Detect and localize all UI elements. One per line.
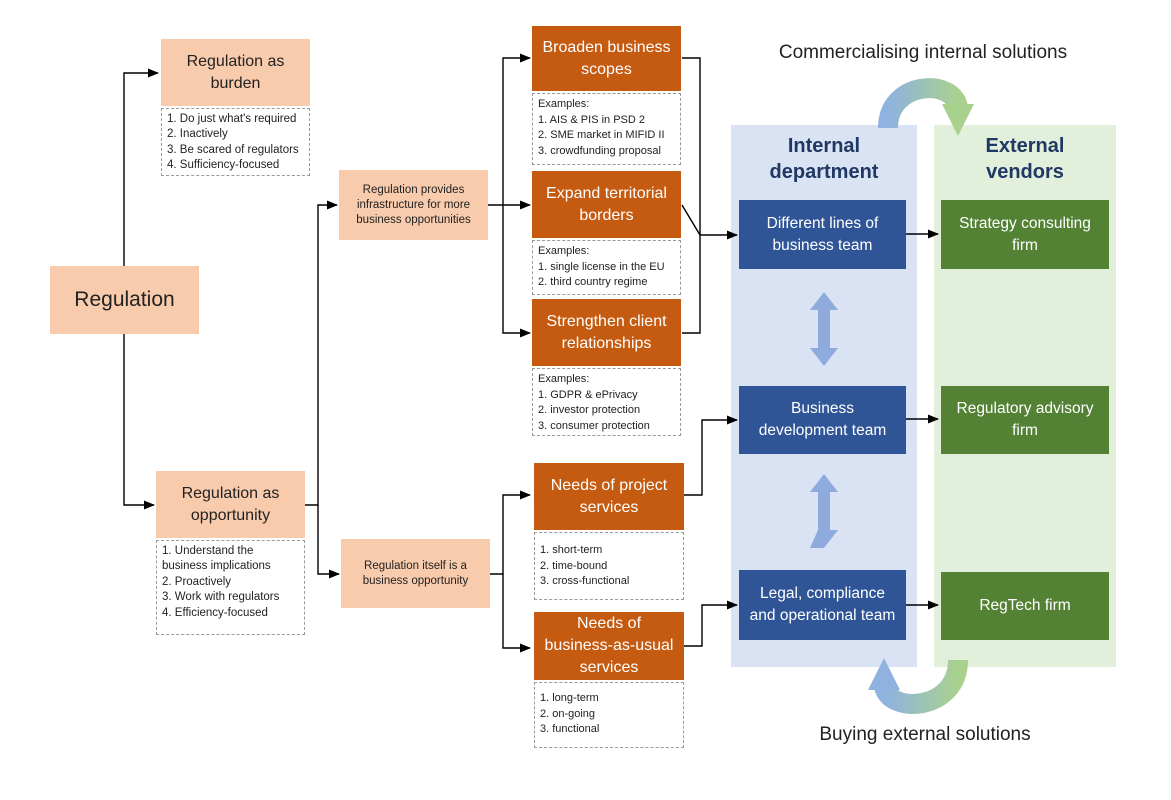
project-note-3: 3. cross-functional [540,575,630,587]
arrow-to-strengthen [502,205,532,338]
expand-note-3: 2. third country regime [538,276,648,288]
arrow-to-bau [502,574,532,653]
caption-commercialising: Commercialising internal solutions [778,42,1068,63]
firm-regtech: RegTech firm [941,572,1109,640]
opportunity-note-4: 3. Work with regulators [162,591,280,604]
project-title: Needs of project services [550,476,668,516]
bau-note-2: 2. on-going [540,707,596,720]
opportunity-note-3: 2. Proactively [162,575,232,588]
broaden-note-4: 3. crowdfunding proposal [538,144,661,157]
bau-box: Needs of business-as-usual services [534,612,684,680]
arrow-to-project [490,490,532,575]
opportunity-notes: 1. Understand the business implications … [156,540,305,635]
firm-strategy-consulting: Strategy consulting firm [941,200,1109,269]
broaden-note-2: 1. AIS & PIS in PSD 2 [538,113,645,126]
arrow-to-opportunity [123,334,156,510]
burden-note-3: 3. Be scared of regulators [167,143,299,156]
broaden-note-3: 2. SME market in MIFID II [538,129,665,141]
external-vendors-heading: External vendors [985,135,1065,183]
bau-note-1: 1. long-term [540,692,599,704]
bau-notes: 1. long-term 2. on-going 3. functional [534,682,684,748]
itself-label: Regulation itself is a business opportun… [362,559,469,587]
broaden-title: Broaden business scopes [542,38,671,78]
regulation-root-label: Regulation [74,288,175,311]
burden-notes: 1. Do just what's required 2. Inactively… [161,108,310,176]
double-arrow-icon-upper [810,292,838,366]
arrow-to-different-lines [681,204,739,240]
burden-box: Regulation as burden [161,39,310,106]
arrow-to-burden [123,68,160,266]
opportunity-title: Regulation as opportunity [181,484,280,524]
bracket-right-group [682,57,701,334]
opportunity-box: Regulation as opportunity [156,471,305,538]
opportunity-note-2: business implications [162,560,271,573]
double-arrow-icon-lower [810,474,838,548]
project-note-2: 2. time-bound [540,559,608,572]
expand-title: Expand territorial borders [546,184,667,224]
expand-note-2: 1. single license in the EU [538,260,665,273]
team-business-development-label: Business development team [758,400,887,439]
cycle-arrow-icon-top [878,78,974,136]
strengthen-note-1: Examples: [538,373,590,385]
project-notes: 1. short-term 2. time-bound 3. cross-fun… [534,532,684,600]
firm-regulatory-advisory: Regulatory advisory firm [941,386,1109,454]
internal-department-heading: Internal department [769,135,879,183]
broaden-note-1: Examples: [538,98,590,110]
firm-regtech-label: RegTech firm [979,597,1071,614]
team-legal-compliance-label: Legal, compliance and operational team [749,585,896,624]
burden-title: Regulation as burden [186,52,285,92]
strengthen-note-3: 2. investor protection [538,404,641,416]
infrastructure-label: Regulation provides infrastructure for m… [356,183,471,226]
arrow-to-business-development [684,415,739,496]
arrow-to-infrastructure [305,200,339,506]
strengthen-box: Strengthen client relationships [532,299,681,366]
arrow-to-legal-team [684,600,739,647]
strengthen-note-4: 3. consumer protection [538,419,650,432]
regulation-root-box: Regulation [50,266,199,334]
strengthen-note-2: 1. GDPR & ePrivacy [538,388,638,401]
burden-note-4: 4. Sufficiency-focused [167,159,280,172]
firm-strategy-consulting-label: Strategy consulting firm [959,214,1091,254]
team-business-development: Business development team [739,386,906,454]
arrow-to-itself [317,505,341,579]
expand-notes: Examples: 1. single license in the EU 2.… [532,240,681,295]
firm-regulatory-advisory-label: Regulatory advisory firm [956,400,1094,439]
project-note-1: 1. short-term [540,544,603,556]
itself-box: Regulation itself is a business opportun… [341,539,490,608]
team-different-lines-label: Different lines of business team [766,214,879,254]
infrastructure-box: Regulation provides infrastructure for m… [339,170,488,240]
strengthen-title: Strengthen client relationships [546,312,667,352]
cycle-arrow-icon-bottom [868,658,968,714]
burden-note-2: 2. Inactively [167,128,228,141]
team-different-lines: Different lines of business team [739,200,906,269]
opportunity-note-1: 1. Understand the [162,545,254,557]
broaden-notes: Examples: 1. AIS & PIS in PSD 2 2. SME m… [532,93,681,165]
project-box: Needs of project services [534,463,684,530]
caption-buying: Buying external solutions [819,724,1031,745]
bau-title: Needs of business-as-usual services [544,615,674,676]
expand-box: Expand territorial borders [532,171,681,238]
burden-note-1: 1. Do just what's required [167,113,297,125]
team-legal-compliance: Legal, compliance and operational team [739,570,906,640]
bau-note-3: 3. functional [540,723,600,735]
opportunity-note-5: 4. Efficiency-focused [162,606,268,619]
expand-note-1: Examples: [538,245,590,257]
strengthen-notes: Examples: 1. GDPR & ePrivacy 2. investor… [532,368,681,436]
arrow-to-broaden [502,53,532,205]
broaden-box: Broaden business scopes [532,26,681,91]
